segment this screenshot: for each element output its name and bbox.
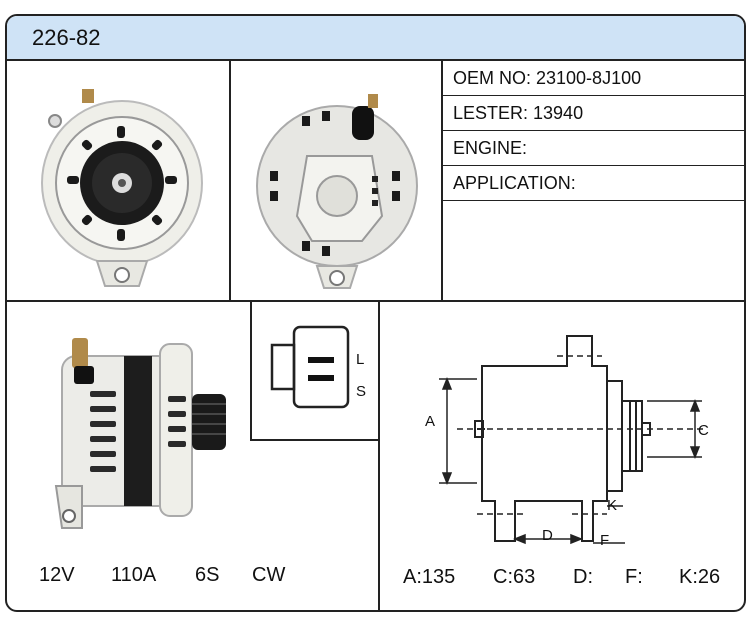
product-card: 226-82 OEM NO: 23100-8J100 LESTER: 13940… [5, 14, 746, 612]
pulley-spec: 6S [195, 564, 220, 586]
dim-c-label: C [698, 422, 709, 439]
divider [229, 59, 231, 301]
info-row-oem: OEM NO: 23100-8J100 [443, 61, 744, 96]
application-label: APPLICATION: [453, 173, 576, 193]
oem-number: OEM NO: 23100-8J100 [453, 68, 642, 88]
pin-l-label: L [356, 351, 365, 368]
plug-diagram-box: L S [250, 301, 380, 441]
engine-label: ENGINE: [453, 138, 528, 158]
lester-number: LESTER: 13940 [453, 103, 584, 123]
voltage-spec: 12V [39, 564, 75, 586]
pin-s-label: S [356, 383, 367, 400]
alternator-side-photo [54, 338, 226, 529]
info-row-lester: LESTER: 13940 [443, 96, 744, 131]
dimension-drawing [439, 335, 707, 545]
divider [378, 301, 380, 610]
info-row-application: APPLICATION: [443, 166, 744, 201]
dim-f-label: F [600, 532, 610, 549]
divider [7, 300, 744, 302]
divider [441, 59, 443, 301]
dim-a-value: A:135 [403, 566, 456, 588]
dim-a-label: A [425, 413, 436, 430]
connector-plug-icon [270, 325, 350, 409]
dim-d-value: D: [573, 566, 593, 588]
info-row-engine: ENGINE: [443, 131, 744, 166]
dim-f-value: F: [625, 566, 643, 588]
header-bar: 226-82 [7, 16, 744, 61]
alternator-rear-photo [256, 94, 418, 289]
dim-c-value: C:63 [493, 566, 536, 588]
alternator-front-photo [41, 89, 203, 287]
amperage-spec: 110A [111, 564, 157, 586]
rotation-spec: CW [252, 564, 286, 586]
part-number: 226-82 [32, 25, 101, 50]
dim-d-label: D [542, 527, 553, 544]
dim-k-value: K:26 [679, 566, 721, 588]
dim-k-label: K [607, 497, 618, 514]
